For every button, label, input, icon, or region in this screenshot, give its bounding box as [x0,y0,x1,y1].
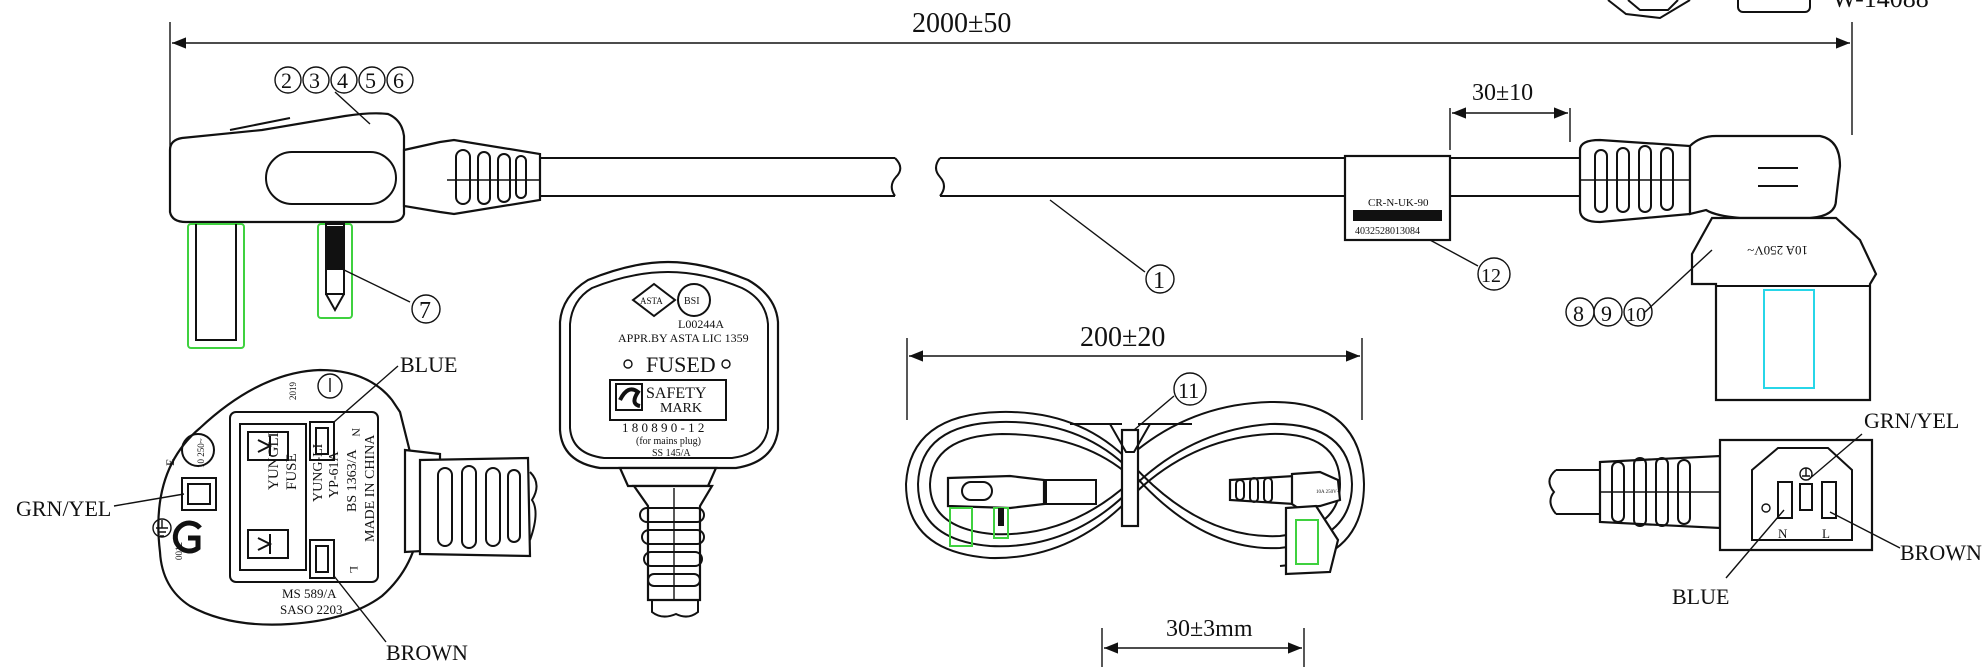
callout-connector-parts: 8 9 10 [1565,249,1713,327]
small-connector-marking: 10A 250V~ [1316,490,1340,495]
uk-plug-side-view [168,112,542,349]
rating-text: 10 250~ [196,438,206,468]
approval-text: APPR.BY ASTA LIC 1359 [618,331,749,345]
label-offset-text: 30±10 [1472,80,1533,106]
uk-plug-front-view: ASTA BSI L00244A APPR.BY ASTA LIC 1359 F… [558,260,780,618]
pin-e-label: E [163,459,177,466]
conn-n-label: N [1778,526,1788,541]
callout-cord-label: 12 [1429,239,1511,291]
callout-12-text: 12 [1481,265,1501,287]
c13-connector-side-view: 10A 250V~ [1578,134,1878,402]
ms-standard: MS 589/A [282,586,337,601]
callout-cord: 1 [1049,199,1175,294]
serial-text: 1 8 0 8 9 0 - 1 2 [622,420,704,435]
callout-6: 6 [393,68,404,93]
connector-marking: 10A 250V~ [1747,243,1808,258]
cord-label-line1: CR-N-UK-90 [1368,197,1429,209]
partial-top-right-marks: W-14088 [1607,0,1929,20]
plug-brown-label: BROWN [386,640,468,665]
uk-plug-back-view: YUNGLI FUSE YUNG-LI YP-61A BS 1363/A MAD… [152,368,538,626]
cord-label-tag: CR-N-UK-90 4032528013084 [1343,154,1452,242]
callout-fuse-pin: 7 [339,267,441,324]
callout-5: 5 [365,68,376,93]
c13-connector-front-view: N L [1548,438,1874,552]
callout-3: 3 [309,68,320,93]
plug-wire-labels: BLUE GRN/YEL BROWN [16,352,468,665]
power-cord [540,157,1580,197]
callout-2: 2 [281,68,292,93]
conn-l-label: L [1822,526,1830,541]
coiled-cord-view: 200±20 10A 250V~ [904,322,1366,576]
coil-width-text: 200±20 [1080,322,1165,353]
fuse-model: YUNG-LI [311,443,326,502]
partial-part-number: W-14088 [1832,0,1929,13]
safety-mark-line1: SAFETY [646,385,707,402]
label-offset-dimension: 30±10 [1449,80,1571,150]
callout-9: 9 [1601,301,1612,326]
callout-10: 10 [1626,304,1646,326]
ss-text: SS 145/A [652,448,691,459]
code-a: 2019 [288,382,298,401]
tie-spacing-text: 30±3mm [1166,616,1253,642]
fuse-brand: YUNGLI [266,433,282,491]
callout-cable-tie: 11 [1133,372,1207,431]
callout-1-text: 1 [1153,268,1165,294]
overall-length-dimension: 2000±50 [169,8,1853,150]
callout-8: 8 [1573,301,1584,326]
overall-length-text: 2000±50 [912,8,1011,39]
plug-blue-label: BLUE [400,352,457,377]
cord-label-line2: 4032528013084 [1355,226,1420,237]
connector-wire-labels: GRN/YEL BROWN BLUE [1672,408,1982,609]
bs-standard: BS 1363/A [345,448,360,512]
asta-logo: ASTA [640,296,663,306]
conn-grn-yel-label: GRN/YEL [1864,408,1959,433]
pin-l-label: L [347,566,361,573]
saso-standard: SASO 2203 [280,602,343,617]
approval-code: L00244A [678,317,724,331]
fused-text: FUSED [646,352,716,377]
safety-mark-line2: MARK [660,401,702,416]
conn-blue-label: BLUE [1672,584,1729,609]
conn-brown-label: BROWN [1900,540,1982,565]
code-b: 0012 [174,542,184,560]
origin-text: MADE IN CHINA [363,434,378,542]
callout-7-text: 7 [419,298,431,324]
callout-plug-parts: 2 3 4 5 6 [274,66,414,125]
callout-11-text: 11 [1178,378,1199,403]
tie-spacing-dimension: 30±3mm [1101,616,1305,667]
callout-4: 4 [337,68,348,93]
for-mains-text: (for mains plug) [636,436,701,447]
fuse-word: FUSE [284,453,300,490]
fuse-type: YP-61A [327,450,342,498]
pin-n-label: N [349,428,363,437]
bsi-logo: BSI [684,296,700,307]
plug-grn-yel-label: GRN/YEL [16,496,111,521]
